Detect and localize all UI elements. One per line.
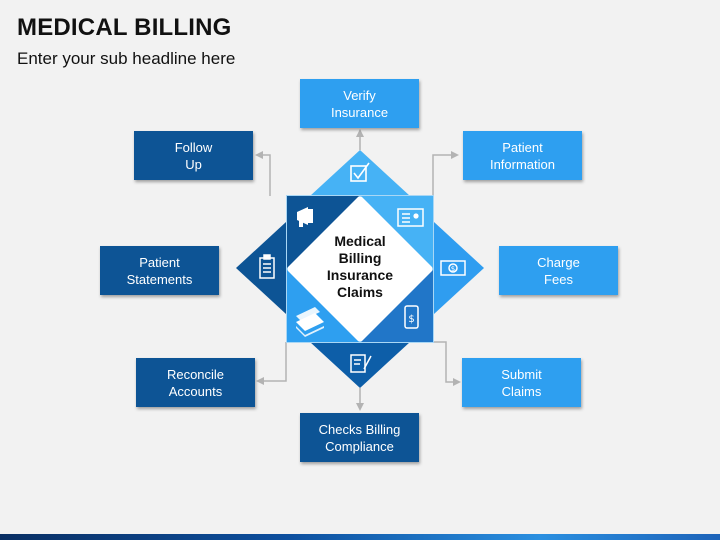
checklist-icon — [259, 254, 275, 279]
follow-up-box: Follow Up — [134, 131, 253, 180]
verify-insurance-box: Verify Insurance — [300, 79, 419, 128]
center-label-line: Billing — [338, 250, 382, 266]
stack-of-papers-icon — [296, 307, 324, 337]
box-label-line: Submit — [501, 366, 542, 382]
submit-claims-box: Submit Claims — [462, 358, 581, 407]
svg-text:$: $ — [408, 314, 414, 325]
box-label-line: Follow — [174, 139, 213, 155]
box-label-line: Fees — [544, 271, 573, 287]
diamond-left — [236, 222, 286, 314]
center-label-line: Medical — [334, 233, 386, 249]
box-label-line: Claims — [501, 383, 542, 399]
money-icon: $ — [440, 260, 466, 276]
box-label-line: Checks Billing — [318, 421, 401, 437]
diamond-top — [310, 150, 410, 196]
patient-information-box: Patient Information — [463, 131, 582, 180]
center-label-line: Insurance — [326, 267, 394, 283]
checkbox-icon — [350, 162, 370, 182]
diamond-right — [434, 222, 484, 314]
page-title: MEDICAL BILLING — [17, 14, 232, 41]
box-label-line: Patient — [502, 139, 543, 155]
box-label-line: Information — [489, 156, 556, 172]
checks-billing-compliance-box: Checks Billing Compliance — [300, 413, 419, 462]
box-label-line: Verify — [343, 87, 376, 103]
charge-fees-box: Charge Fees — [499, 246, 618, 295]
box-label-line: Reconcile — [166, 366, 225, 382]
center-label-line: Claims — [337, 284, 383, 300]
id-card-icon — [397, 208, 424, 227]
signed-document-icon — [350, 354, 372, 373]
box-label-line: Compliance — [325, 438, 394, 454]
box-label-line: Up — [185, 156, 202, 172]
mobile-payment-icon: $ — [404, 305, 419, 329]
box-label-line: Patient — [139, 254, 180, 270]
megaphone-icon — [297, 207, 313, 227]
box-label-line: Insurance — [330, 104, 389, 120]
svg-text:$: $ — [451, 265, 455, 273]
footer-bar — [0, 534, 720, 540]
page-subtitle: Enter your sub headline here — [17, 49, 236, 68]
box-label-line: Accounts — [168, 383, 223, 399]
center-label: Medical Billing Insurance Claims — [300, 233, 420, 301]
reconcile-accounts-box: Reconcile Accounts — [136, 358, 255, 407]
diamond-bottom — [310, 342, 410, 388]
box-label-line: Charge — [537, 254, 580, 270]
center-diamond — [291, 200, 429, 338]
patient-statements-box: Patient Statements — [100, 246, 219, 295]
corner-bottom-right — [361, 270, 433, 342]
box-label-line: Statements — [126, 271, 193, 287]
